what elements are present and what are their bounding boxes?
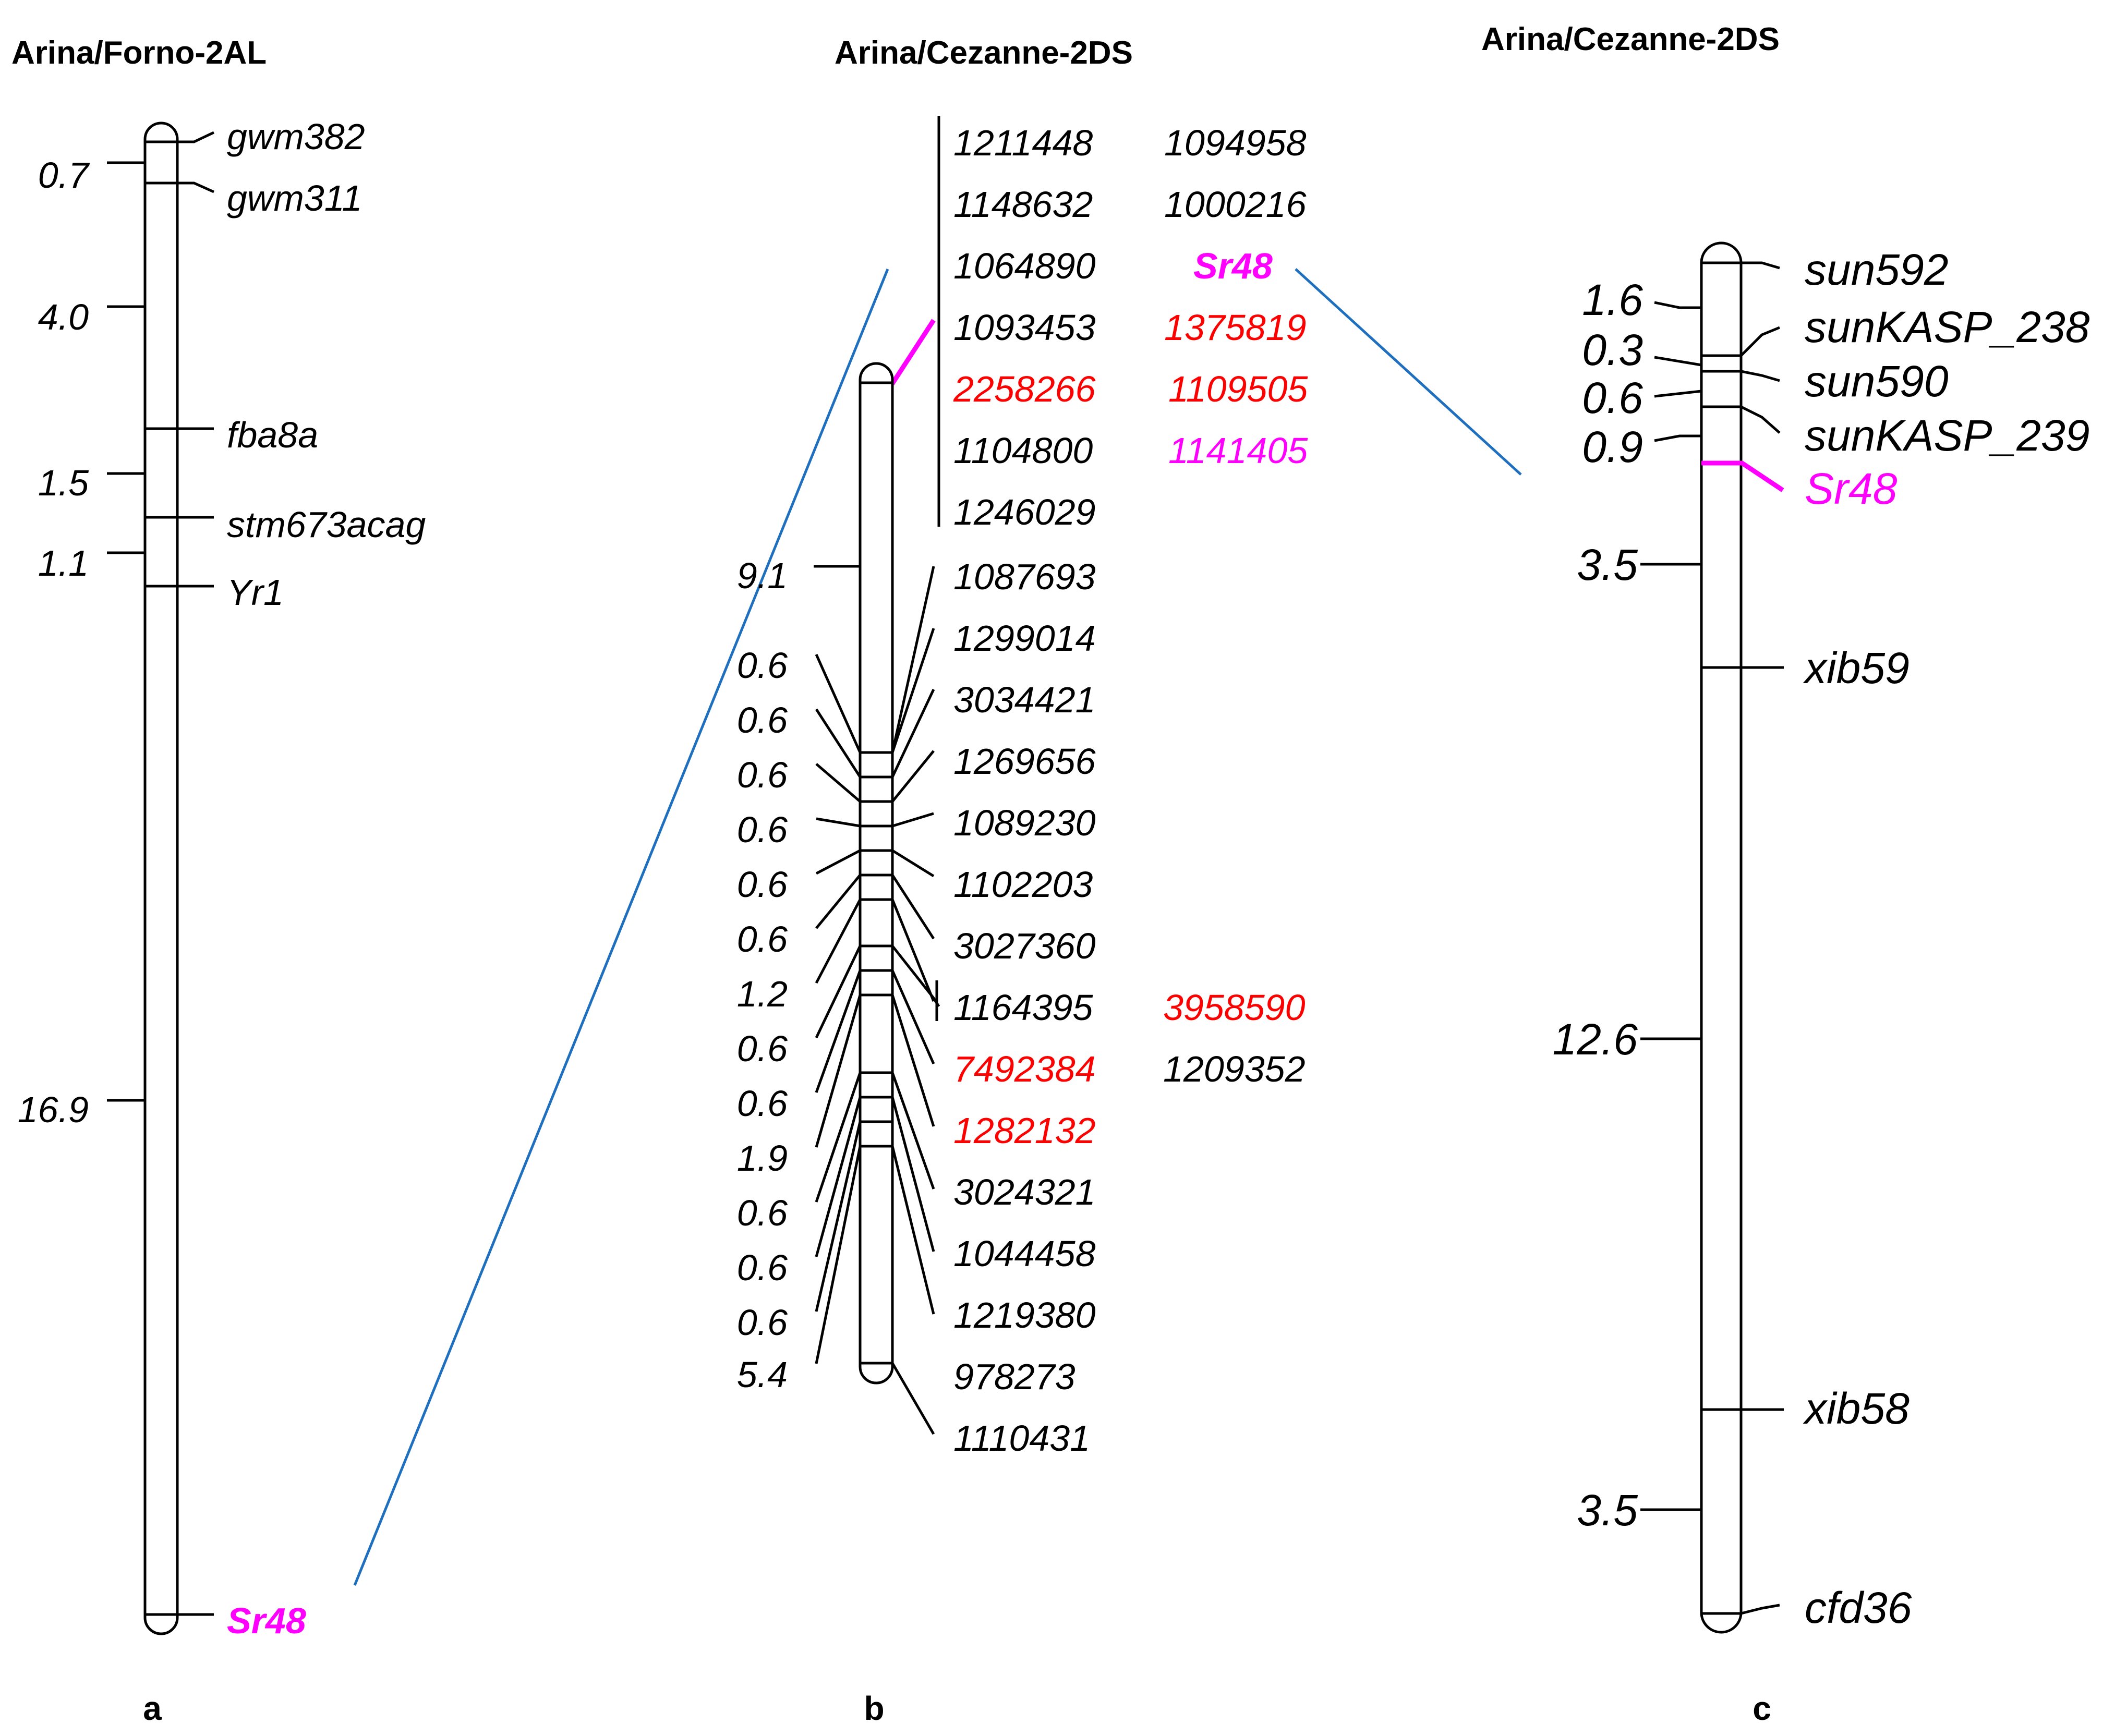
marker-label: 1109505 (1168, 369, 1308, 409)
marker-label: xib58 (1803, 1384, 1910, 1433)
sr48-marker-label: Sr48 (1193, 246, 1273, 286)
marker-label: xib59 (1803, 644, 1910, 693)
distance-label: 1.2 (737, 974, 788, 1014)
panel-label-c: c (1753, 1690, 1771, 1727)
distance-label: 0.6 (737, 700, 788, 740)
marker-label: 1299014 (953, 618, 1096, 659)
marker-label: 1089230 (953, 803, 1096, 843)
marker-label: gwm311 (227, 178, 362, 218)
map-a-title: Arina/Forno-2AL (11, 35, 267, 71)
marker-label: 2258266 (953, 369, 1096, 409)
marker-label: 3027360 (953, 926, 1096, 966)
marker-label: 1093453 (953, 307, 1096, 348)
distance-label: 0.6 (737, 755, 788, 795)
distance-label: 12.6 (1553, 1015, 1638, 1064)
distance-label: 0.6 (737, 1302, 788, 1343)
marker-label: sun590 (1805, 357, 1949, 406)
map-c-title: Arina/Cezanne-2DS (1481, 21, 1780, 57)
marker-label: sunKASP_239 (1805, 411, 2089, 460)
chromosome-c (1700, 241, 1743, 1634)
connector-line (353, 269, 889, 1586)
marker-label: 1094958 (1164, 123, 1307, 163)
panel-label-b: b (864, 1690, 884, 1727)
distance-label: 4.0 (38, 297, 89, 337)
distance-label: 1.5 (38, 463, 89, 503)
marker-label: 3958590 (1163, 987, 1306, 1028)
marker-label: 1104800 (953, 430, 1093, 471)
marker-label: 1219380 (953, 1295, 1096, 1336)
marker-label: gwm382 (227, 116, 365, 157)
distance-label: 0.6 (1582, 373, 1643, 422)
marker-label: 3024321 (953, 1172, 1096, 1212)
map-b: Arina/Cezanne-2DS (737, 35, 1309, 1727)
marker-label: 1269656 (953, 741, 1096, 782)
chromosome-a (143, 122, 179, 1635)
distance-label: 0.6 (737, 1083, 788, 1124)
marker-label: 3034421 (953, 679, 1096, 720)
chromosome-b (859, 362, 894, 1385)
marker-label: 1375819 (1164, 307, 1307, 348)
marker-label: 1164395 (953, 987, 1093, 1028)
marker-label: sunKASP_238 (1805, 302, 2090, 351)
map-a: Arina/Forno-2AL 0.7 4.0 1.5 1.1 16.9 gwm… (11, 35, 426, 1727)
marker-label: cfd36 (1805, 1583, 1912, 1632)
distance-label: 0.6 (737, 1247, 788, 1288)
distance-label: 0.6 (737, 919, 788, 960)
marker-label: 1087693 (953, 556, 1096, 597)
sr48-marker-label: Sr48 (227, 1600, 306, 1641)
panel-label-a: a (143, 1690, 162, 1727)
marker-label: 1148632 (953, 184, 1093, 225)
marker-label: 1211448 (953, 123, 1093, 163)
connector-line (1295, 268, 1522, 476)
sr48-marker-label: Sr48 (1805, 464, 1898, 513)
marker-label: 1246029 (953, 492, 1096, 532)
distance-label: 0.6 (737, 809, 788, 850)
marker-label: 1110431 (953, 1418, 1090, 1459)
marker-label: stm673acag (227, 504, 426, 545)
distance-label: 0.7 (38, 155, 90, 196)
distance-label: 1.1 (38, 543, 89, 584)
marker-label: 1044458 (953, 1233, 1096, 1274)
distance-label: 3.5 (1577, 1486, 1638, 1535)
marker-label: 1000216 (1164, 184, 1307, 225)
distance-label: 16.9 (18, 1089, 89, 1130)
distance-label: 9.1 (737, 555, 788, 596)
distance-label: 0.3 (1582, 325, 1643, 374)
distance-label: 1.6 (1582, 275, 1643, 324)
distance-label: 5.4 (737, 1354, 788, 1395)
sr48-position-indicator (1701, 460, 1784, 492)
distance-label: 0.6 (737, 1028, 788, 1069)
marker-label: 1282132 (953, 1110, 1096, 1151)
distance-label: 0.6 (737, 1193, 788, 1233)
distance-label: 3.5 (1577, 540, 1638, 589)
marker-label: Yr1 (227, 572, 284, 613)
map-b-title: Arina/Cezanne-2DS (835, 35, 1133, 71)
marker-label: fba8a (227, 415, 318, 455)
marker-label: 1209352 (1163, 1049, 1306, 1089)
marker-label: 7492384 (953, 1049, 1096, 1089)
marker-label: 1141405 (1168, 430, 1308, 471)
distance-label: 0.6 (737, 645, 788, 686)
distance-label: 0.9 (1582, 422, 1643, 471)
distance-label: 1.9 (737, 1138, 788, 1179)
marker-label: 978273 (953, 1356, 1075, 1397)
distance-label: 0.6 (737, 864, 788, 905)
marker-label: sun592 (1805, 245, 1949, 294)
map-c: Arina/Cezanne-2DS 1.6 0.3 0.6 0.9 3.5 (1481, 21, 2090, 1727)
marker-label: 1064890 (953, 246, 1096, 286)
marker-label: 1102203 (953, 864, 1093, 905)
